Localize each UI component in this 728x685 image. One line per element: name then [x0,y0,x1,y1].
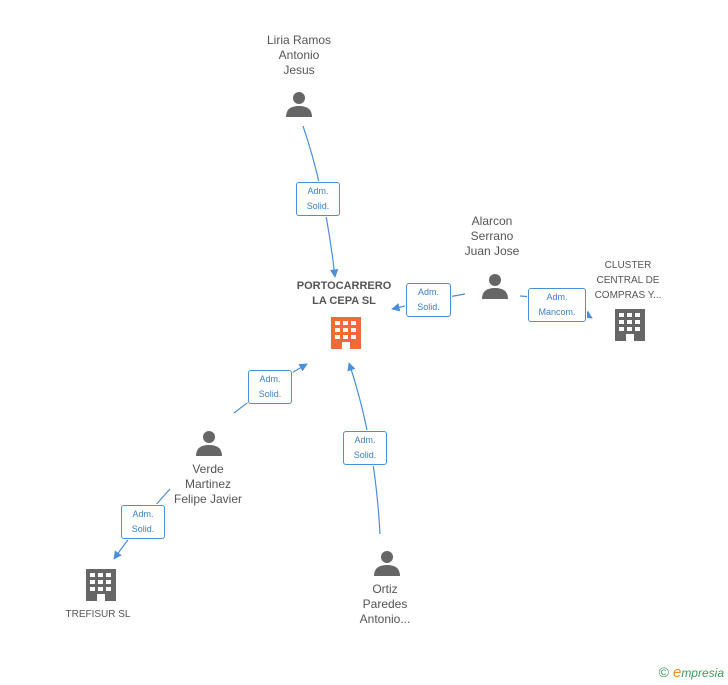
label-line: TREFISUR SL [65,609,131,620]
label-line: CLUSTER [604,260,652,271]
label-line: Verde [192,462,224,476]
edge-label-line: Solid. [258,389,282,399]
label-line: Felipe Javier [173,492,243,506]
edge-label-line: Adm. [307,186,329,196]
edge-label-line: Solid. [353,450,377,460]
label-line: Liria Ramos [266,33,332,47]
label-line: Alarcon [471,214,513,228]
edge-label-line: Solid. [306,201,330,211]
brand-logo-e: e [672,664,682,681]
label-line: COMPRAS Y... [594,290,662,301]
edge-label-verde-trefisur[interactable]: Adm. Solid. [121,505,165,539]
edge-label-line: Solid. [417,302,440,312]
person-icon[interactable] [196,431,222,456]
building-icon[interactable] [86,569,116,601]
edge-label-line: Mancom. [538,307,576,317]
node-label-verde[interactable]: Verde Martinez Felipe Javier [150,462,266,507]
label-line: Antonio [278,48,320,62]
edge-label-liria-center[interactable]: Adm. Solid. [296,182,340,216]
node-label-liria[interactable]: Liria Ramos Antonio Jesus [240,33,358,78]
edge-label-line: Adm. [259,374,281,384]
label-line: PORTOCARRERO [296,280,392,292]
brand-footer[interactable]: ©empresia [659,664,724,681]
edge-label-line: Adm. [132,509,154,519]
node-label-alarcon[interactable]: Alarcon Serrano Juan Jose [442,214,542,259]
edge-label-alarcon-center[interactable]: Adm. Solid. [406,283,451,317]
brand-logo-text: mpresia [681,666,724,680]
edge-label-ortiz-center[interactable]: Adm. Solid. [343,431,387,465]
building-icon[interactable] [331,317,361,349]
edge-label-verde-center[interactable]: Adm. Solid. [248,370,292,404]
edge-label-line: Adm. [546,292,568,302]
node-label-center[interactable]: PORTOCARRERO LA CEPA SL [284,279,404,309]
edge-label-line: Adm. [417,287,439,297]
edge-label-line: Adm. [354,435,376,445]
node-label-cluster[interactable]: CLUSTER CENTRAL DE COMPRAS Y... [580,258,676,303]
person-icon[interactable] [374,551,400,576]
node-label-trefisur[interactable]: TREFISUR SL [48,607,148,622]
node-label-ortiz[interactable]: Ortiz Paredes Antonio... [335,582,435,627]
copyright-symbol: © [658,664,669,680]
label-line: Antonio... [359,612,411,626]
person-icon[interactable] [286,92,312,117]
label-line: Paredes [362,597,408,611]
edge-label-line: Solid. [131,524,155,534]
label-line: LA CEPA SL [312,295,376,307]
label-line: Jesus [283,63,315,77]
label-line: Juan Jose [464,244,520,258]
person-icon[interactable] [482,274,508,299]
edge-label-alarcon-cluster[interactable]: Adm. Mancom. [528,288,586,322]
building-icon[interactable] [615,309,645,341]
label-line: CENTRAL DE [596,275,660,286]
label-line: Serrano [470,229,514,243]
label-line: Martinez [184,477,231,491]
label-line: Ortiz [372,582,398,596]
